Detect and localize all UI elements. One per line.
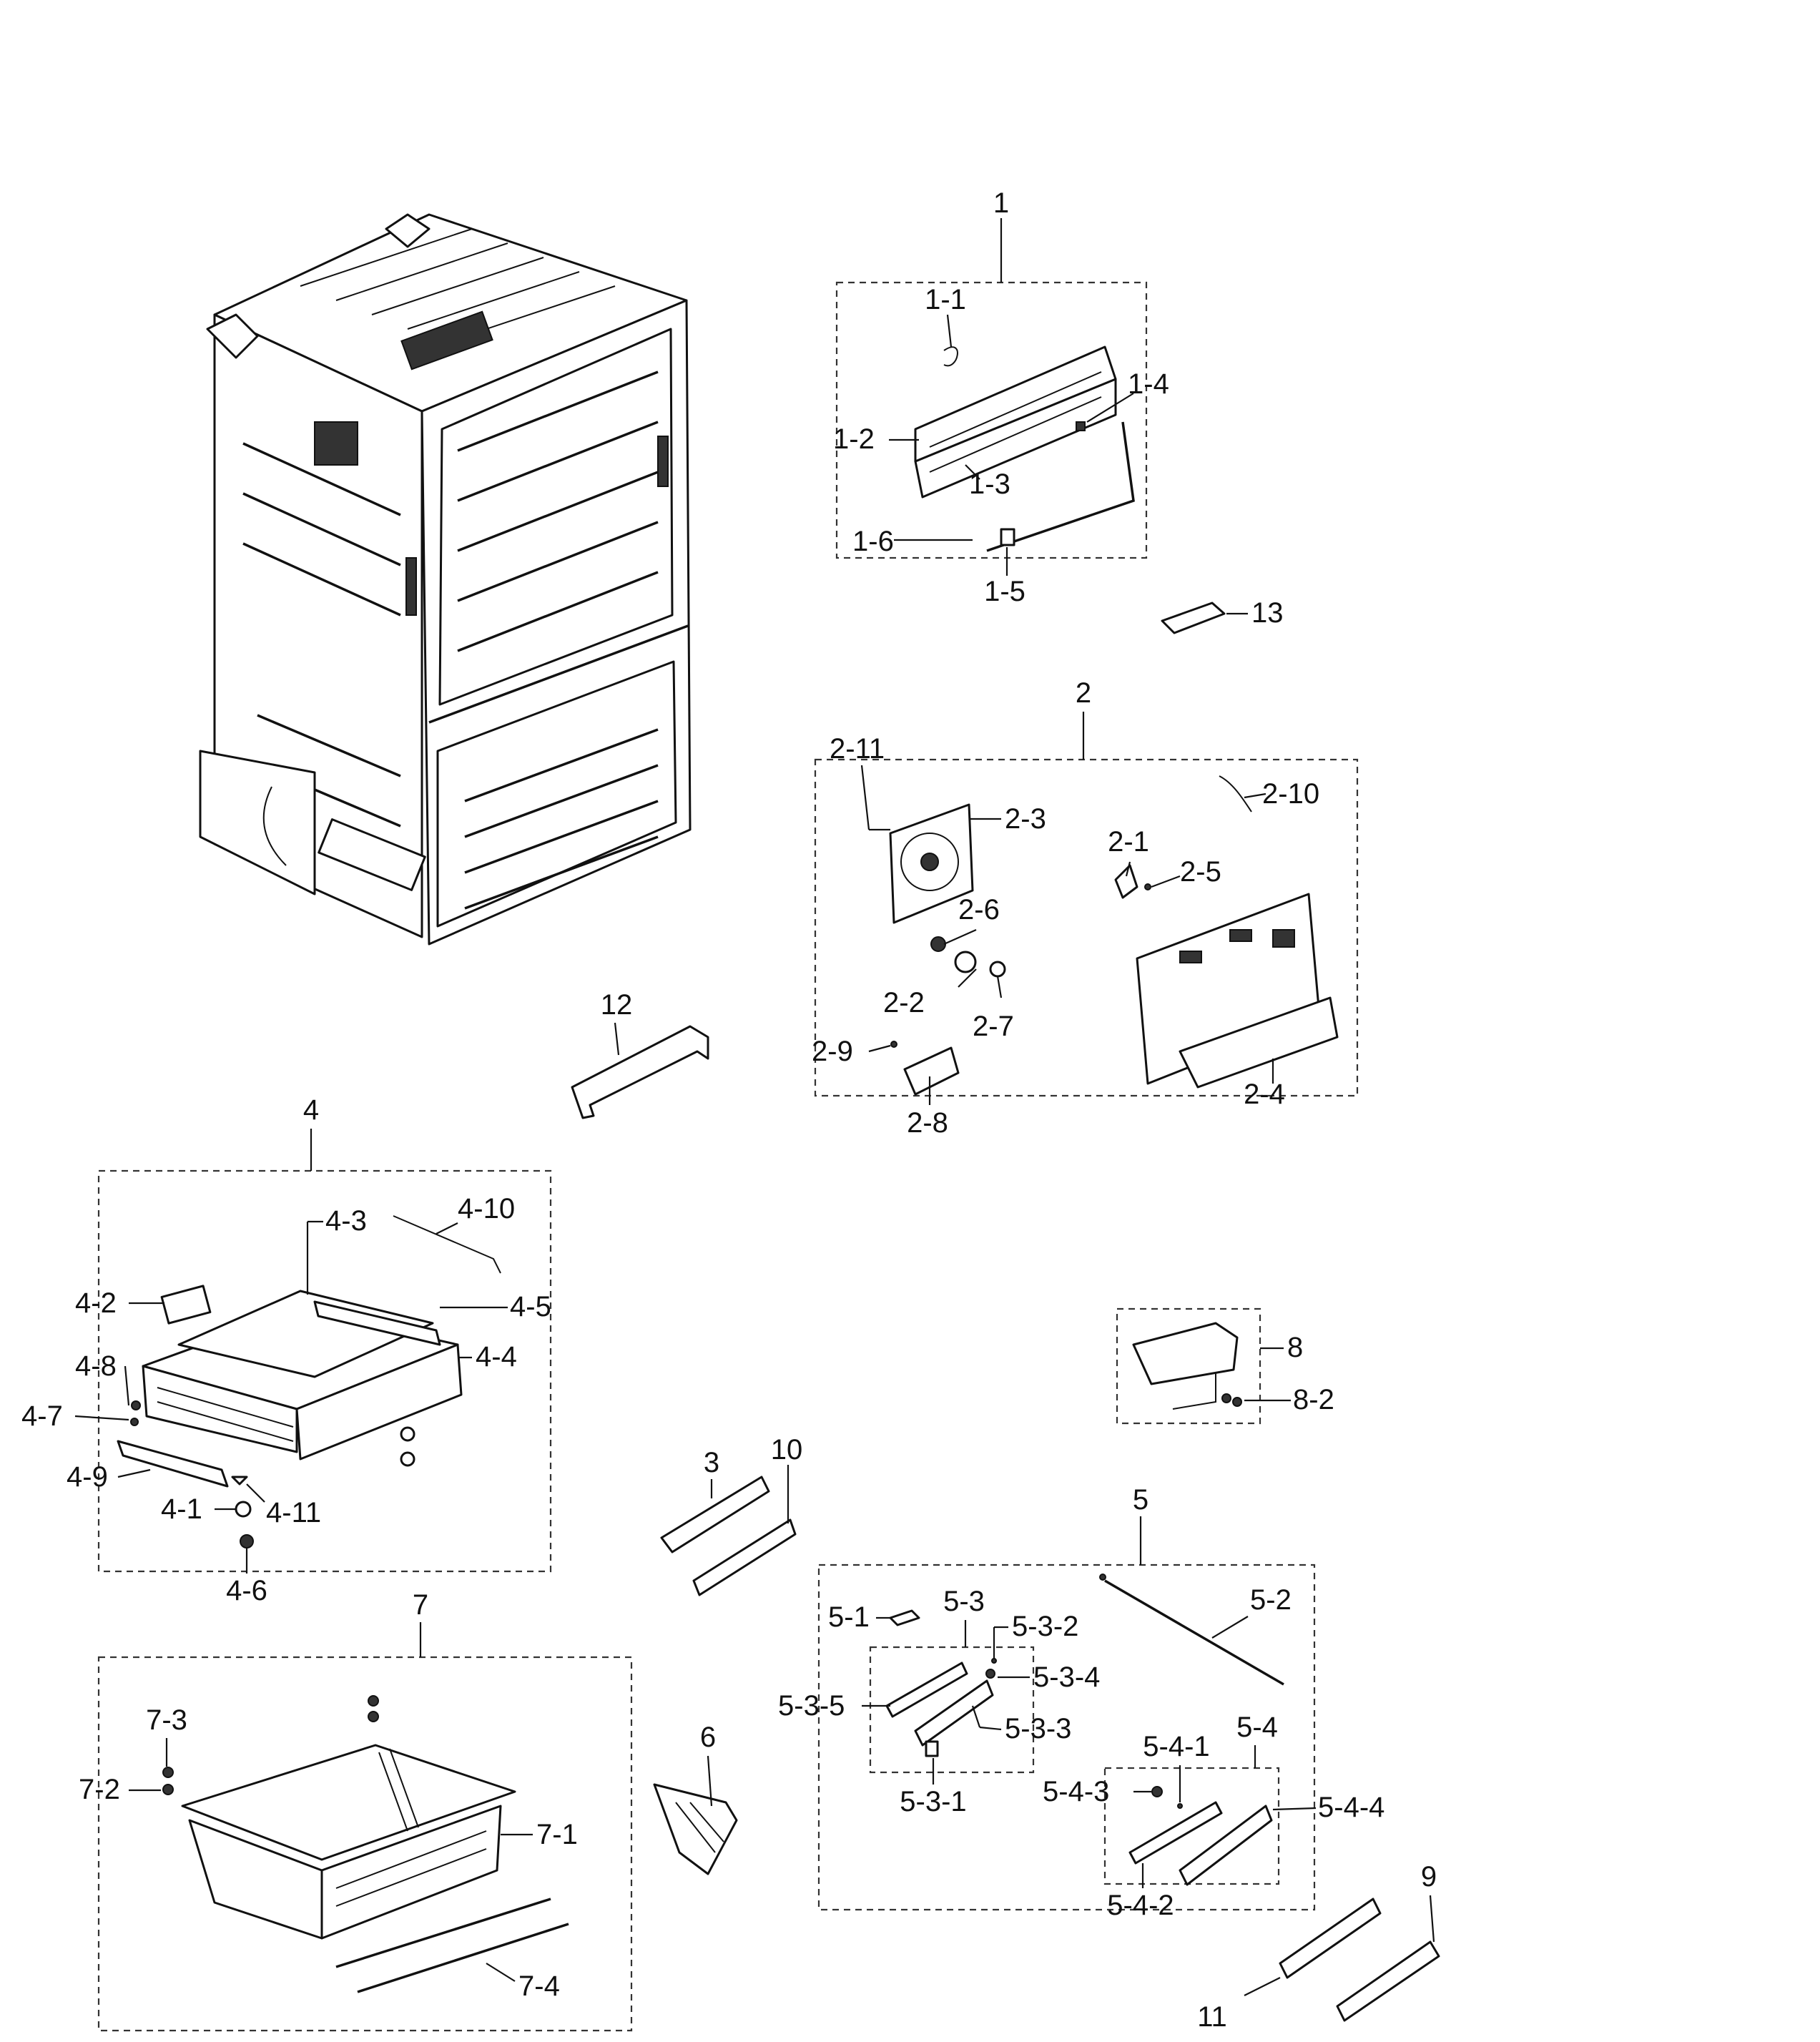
callout-2-8: 2-8 bbox=[907, 1107, 948, 1139]
callout-5-3-1: 5-3-1 bbox=[900, 1786, 966, 1817]
callout-2-2: 2-2 bbox=[883, 987, 925, 1018]
callout-7-3: 7-3 bbox=[146, 1704, 187, 1736]
callout-1-5: 1-5 bbox=[984, 576, 1025, 607]
callout-9: 9 bbox=[1421, 1861, 1437, 1893]
callout-2: 2 bbox=[1076, 677, 1091, 709]
callout-2-4: 2-4 bbox=[1244, 1079, 1285, 1110]
refrigerator-cabinet bbox=[199, 213, 692, 946]
callout-2-3: 2-3 bbox=[1005, 803, 1046, 835]
callout-6: 6 bbox=[700, 1722, 716, 1753]
callout-5-3: 5-3 bbox=[943, 1586, 985, 1617]
callout-4-6: 4-6 bbox=[226, 1575, 267, 1606]
callout-5: 5 bbox=[1133, 1484, 1148, 1516]
callout-5-4-3: 5-4-3 bbox=[1043, 1776, 1109, 1807]
callout-4-3: 4-3 bbox=[325, 1205, 367, 1237]
callout-11: 11 bbox=[1197, 2001, 1227, 2033]
callout-2-6: 2-6 bbox=[958, 894, 1000, 926]
callout-5-2: 5-2 bbox=[1250, 1584, 1292, 1616]
callout-2-7: 2-7 bbox=[973, 1011, 1014, 1042]
callout-4-4: 4-4 bbox=[476, 1341, 517, 1373]
callout-10: 10 bbox=[771, 1434, 803, 1466]
group-5: 5 5-2 5-1 5-3 5-3-2 5-3-4 5-3-5 5-3-3 5-… bbox=[778, 1484, 1384, 1921]
parts-9-11: 11 9 bbox=[1197, 1861, 1440, 2033]
callout-2-5: 2-5 bbox=[1180, 856, 1221, 888]
callout-1: 1 bbox=[993, 187, 1009, 219]
callout-5-1: 5-1 bbox=[828, 1601, 870, 1633]
group-1: 1 1-1 1-4 1-2 1-3 1-6 1-5 bbox=[833, 187, 1169, 607]
callout-4-1: 4-1 bbox=[161, 1493, 202, 1525]
callout-5-4-4: 5-4-4 bbox=[1318, 1792, 1384, 1823]
callout-4-5: 4-5 bbox=[510, 1291, 551, 1322]
callout-12: 12 bbox=[601, 989, 633, 1021]
callout-2-9: 2-9 bbox=[812, 1036, 853, 1067]
callout-1-6: 1-6 bbox=[852, 526, 894, 557]
callout-5-3-3: 5-3-3 bbox=[1005, 1713, 1071, 1744]
callout-5-4-1: 5-4-1 bbox=[1143, 1731, 1209, 1762]
callout-8-2: 8-2 bbox=[1293, 1384, 1334, 1415]
callout-4-9: 4-9 bbox=[67, 1461, 108, 1493]
callout-4: 4 bbox=[303, 1094, 319, 1126]
group-4: 4 4-3 4-10 bbox=[21, 1094, 552, 1606]
group-7: 7 7-3 7-2 7-1 7-4 bbox=[79, 1589, 633, 2032]
callout-7: 7 bbox=[413, 1589, 428, 1621]
callout-13: 13 bbox=[1251, 597, 1284, 629]
part-12: 12 bbox=[571, 989, 709, 1119]
callout-4-10: 4-10 bbox=[458, 1193, 515, 1224]
callout-7-4: 7-4 bbox=[518, 1970, 560, 2002]
callout-4-8: 4-8 bbox=[75, 1350, 117, 1382]
callout-7-1: 7-1 bbox=[536, 1819, 578, 1850]
part-6: 6 bbox=[653, 1722, 738, 1875]
callout-4-11: 4-11 bbox=[266, 1497, 321, 1528]
group-8: 8 8-2 bbox=[1116, 1307, 1334, 1425]
callout-2-11: 2-11 bbox=[830, 733, 885, 765]
part-13: 13 bbox=[1161, 597, 1284, 634]
callout-2-1: 2-1 bbox=[1108, 826, 1149, 858]
callout-1-3: 1-3 bbox=[969, 468, 1010, 500]
callout-7-2: 7-2 bbox=[79, 1774, 120, 1805]
callout-1-1: 1-1 bbox=[925, 284, 966, 315]
callout-4-2: 4-2 bbox=[75, 1287, 117, 1319]
callout-5-3-4: 5-3-4 bbox=[1033, 1661, 1100, 1693]
callout-1-2: 1-2 bbox=[833, 423, 875, 455]
callout-3: 3 bbox=[704, 1447, 719, 1478]
callout-1-4: 1-4 bbox=[1128, 368, 1169, 400]
group-2: 2 2-11 2-3 2-10 2-1 bbox=[812, 677, 1359, 1139]
callout-5-4: 5-4 bbox=[1236, 1712, 1278, 1743]
callout-8: 8 bbox=[1287, 1332, 1303, 1363]
callout-2-10: 2-10 bbox=[1262, 778, 1319, 810]
parts-3-10: 3 10 bbox=[660, 1434, 803, 1596]
callout-5-4-2: 5-4-2 bbox=[1107, 1890, 1174, 1921]
callout-5-3-2: 5-3-2 bbox=[1012, 1611, 1078, 1642]
callout-5-3-5: 5-3-5 bbox=[778, 1690, 845, 1722]
callout-4-7: 4-7 bbox=[21, 1400, 63, 1432]
